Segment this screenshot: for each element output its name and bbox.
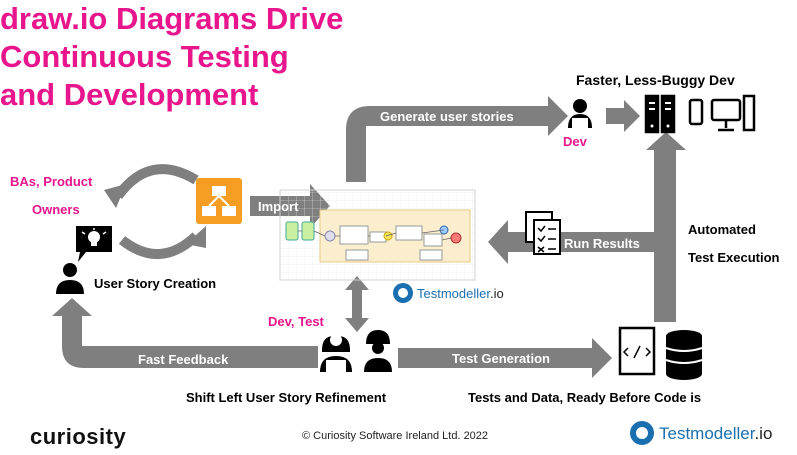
run-results-label: Run Results — [564, 236, 640, 251]
generate-user-stories-label: Generate user stories — [380, 109, 514, 124]
testmodeller-bottom-name: Testmodeller — [659, 424, 755, 443]
curiosity-logo: curiosity — [30, 424, 127, 449]
bas-label-line2: Owners — [32, 202, 80, 217]
generate-user-stories-arrow — [346, 96, 568, 182]
tester-icon — [364, 330, 392, 372]
import-label: Import — [258, 199, 299, 214]
testmodeller-mid-suffix: .io — [489, 286, 504, 301]
lightbulb-icon — [76, 226, 112, 262]
testmodeller-text-mid: Testmodeller.io — [417, 286, 504, 301]
tests-data-label: Tests and Data, Ready Before Code is — [468, 390, 702, 405]
dev-to-servers-arrow — [606, 100, 640, 132]
test-generation-label: Test Generation — [452, 351, 551, 366]
fast-feedback-label: Fast Feedback — [138, 352, 229, 367]
dev-label: Dev — [563, 134, 587, 149]
drawio-icon — [196, 178, 242, 224]
testmodeller-logo-mid — [393, 283, 413, 303]
code-document-icon — [618, 326, 656, 376]
testmodeller-bottom-suffix: .io — [754, 424, 773, 443]
user-icon — [56, 263, 84, 294]
flowchart-screenshot — [279, 189, 476, 281]
developer-icon — [320, 334, 352, 372]
testmodeller-logo-bottom — [630, 421, 654, 445]
run-results-arrow — [488, 220, 654, 264]
fast-feedback-arrow — [52, 298, 318, 368]
faster-dev-label: Faster, Less-Buggy Dev — [576, 72, 735, 88]
dev-test-double-arrow — [345, 276, 369, 332]
testmodeller-text-bottom: Testmodeller.io — [659, 424, 772, 444]
bas-label-line1: BAs, Product — [10, 174, 93, 189]
shift-left-label: Shift Left User Story Refinement — [186, 390, 387, 405]
title-line-3: and Development — [0, 77, 259, 112]
copyright-text: © Curiosity Software Ireland Ltd. 2022 — [302, 430, 489, 442]
server-lights — [649, 102, 671, 128]
dev-coder-icon — [568, 99, 592, 128]
title-line-1: draw.io Diagrams Drive — [0, 1, 344, 36]
page-title: draw.io Diagrams Drive Continuous Testin… — [0, 0, 420, 114]
refinement-cycle-arrows — [113, 164, 200, 259]
automated-label-line2: Test Execution — [688, 250, 780, 265]
database-icon — [665, 330, 703, 380]
checklist-icon — [525, 211, 561, 255]
testmodeller-mid-name: Testmodeller — [417, 286, 490, 301]
automated-label-line1: Automated — [688, 222, 756, 237]
cycle-arrowhead-right — [186, 226, 206, 248]
dev-test-label: Dev, Test — [268, 314, 324, 329]
automated-execution-arrow — [646, 132, 686, 322]
title-line-2: Continuous Testing — [0, 39, 289, 74]
test-generation-arrow — [398, 338, 612, 378]
user-story-creation-label: User Story Creation — [94, 276, 217, 291]
servers-devices-icon — [644, 94, 756, 134]
cycle-arrowhead-left — [104, 184, 126, 208]
